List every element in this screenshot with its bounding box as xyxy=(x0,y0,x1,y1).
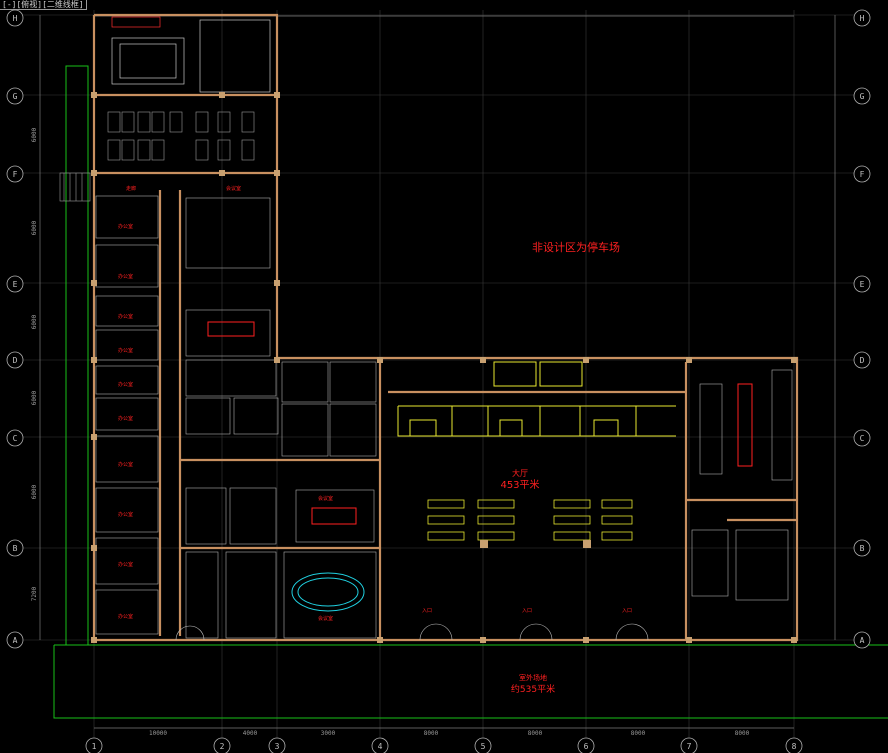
room-label-office-2: 办公室 xyxy=(118,273,133,280)
room-label-office-7: 办公室 xyxy=(118,461,133,468)
row-label-f-right: F xyxy=(860,170,865,179)
outdoor-label: 室外场地 xyxy=(519,673,547,682)
workstation-cluster xyxy=(107,111,255,161)
dim-left-4: 6000 xyxy=(31,390,38,405)
dim-left-2: 6000 xyxy=(31,220,38,235)
row-label-a-right: A xyxy=(860,636,865,645)
dim-left-1: 6000 xyxy=(31,127,38,142)
room-label-entrance-3: 入口 xyxy=(622,608,632,614)
conference-tables xyxy=(207,321,357,525)
room-label-office-9: 办公室 xyxy=(118,561,133,568)
col-label-7: 7 xyxy=(687,742,692,751)
row-label-e-right: E xyxy=(860,280,865,289)
room-label-meeting-3: 会议室 xyxy=(318,615,333,622)
dim-bottom-2: 4000 xyxy=(243,730,258,737)
room-label-office-3: 办公室 xyxy=(118,313,133,320)
structural-columns xyxy=(91,92,797,643)
hall-seating xyxy=(427,499,633,541)
dim-bottom-4: 8000 xyxy=(424,730,439,737)
site-boundary xyxy=(53,65,888,719)
room-label-corridor: 走廊 xyxy=(126,185,136,192)
row-label-g-left: G xyxy=(13,92,18,101)
room-label-office-6: 办公室 xyxy=(118,415,133,422)
row-label-h-left: H xyxy=(13,14,18,23)
dim-left-6: 7200 xyxy=(31,586,38,601)
dim-left-5: 6000 xyxy=(31,484,38,499)
entrance-doors xyxy=(175,623,649,641)
dim-bottom-6: 8000 xyxy=(631,730,646,737)
room-label-meeting: 会议室 xyxy=(226,185,241,192)
row-label-a-left: A xyxy=(13,636,18,645)
room-label-office-4: 办公室 xyxy=(118,347,133,354)
col-label-1: 1 xyxy=(92,742,97,751)
left-offices xyxy=(95,195,159,635)
grid-axis-cols xyxy=(85,737,803,753)
row-label-b-left: B xyxy=(13,544,18,553)
col-label-8: 8 xyxy=(792,742,797,751)
yellow-workstations xyxy=(397,361,676,437)
row-label-e-left: E xyxy=(13,280,18,289)
dim-bottom-1: 10000 xyxy=(149,730,167,737)
dim-bottom-3: 3000 xyxy=(321,730,336,737)
row-label-g-right: G xyxy=(860,92,865,101)
room-label-entrance-2: 入口 xyxy=(522,608,532,614)
row-label-b-right: B xyxy=(860,544,865,553)
row-label-c-right: C xyxy=(860,434,865,443)
row-label-h-right: H xyxy=(860,14,865,23)
room-label-office-10: 办公室 xyxy=(118,613,133,620)
middle-rooms xyxy=(185,197,377,639)
room-label-office-1: 办公室 xyxy=(118,223,133,230)
main-hall-area: 453平米 xyxy=(500,478,539,491)
parking-note: 非设计区为停车场 xyxy=(532,240,620,254)
main-hall-label: 大厅 xyxy=(512,468,528,478)
room-label-meeting-2: 会议室 xyxy=(318,495,333,502)
dim-bottom-7: 8000 xyxy=(735,730,750,737)
oval-meeting-table xyxy=(291,572,365,612)
viewport-label[interactable]: [-][俯视][二维线框] xyxy=(0,0,87,10)
col-label-2: 2 xyxy=(220,742,225,751)
row-label-d-left: D xyxy=(13,356,18,365)
room-label-entrance-1: 入口 xyxy=(422,608,432,614)
grid-axis-rows xyxy=(6,9,871,649)
dim-left-3: 6000 xyxy=(31,314,38,329)
room-label-office-5: 办公室 xyxy=(118,381,133,388)
outdoor-area-size: 约535平米 xyxy=(511,683,555,695)
col-label-3: 3 xyxy=(275,742,280,751)
top-room xyxy=(111,16,271,93)
stair xyxy=(59,172,91,202)
row-label-d-right: D xyxy=(860,356,865,365)
col-label-4: 4 xyxy=(378,742,383,751)
right-room-furniture xyxy=(691,369,793,601)
col-label-5: 5 xyxy=(481,742,486,751)
right-long-table xyxy=(737,383,753,467)
grid-lines xyxy=(20,10,870,740)
building-walls xyxy=(92,13,799,642)
col-label-6: 6 xyxy=(584,742,589,751)
room-label-office-8: 办公室 xyxy=(118,511,133,518)
row-label-c-left: C xyxy=(13,434,18,443)
row-label-f-left: F xyxy=(13,170,18,179)
dim-bottom-5: 8000 xyxy=(528,730,543,737)
